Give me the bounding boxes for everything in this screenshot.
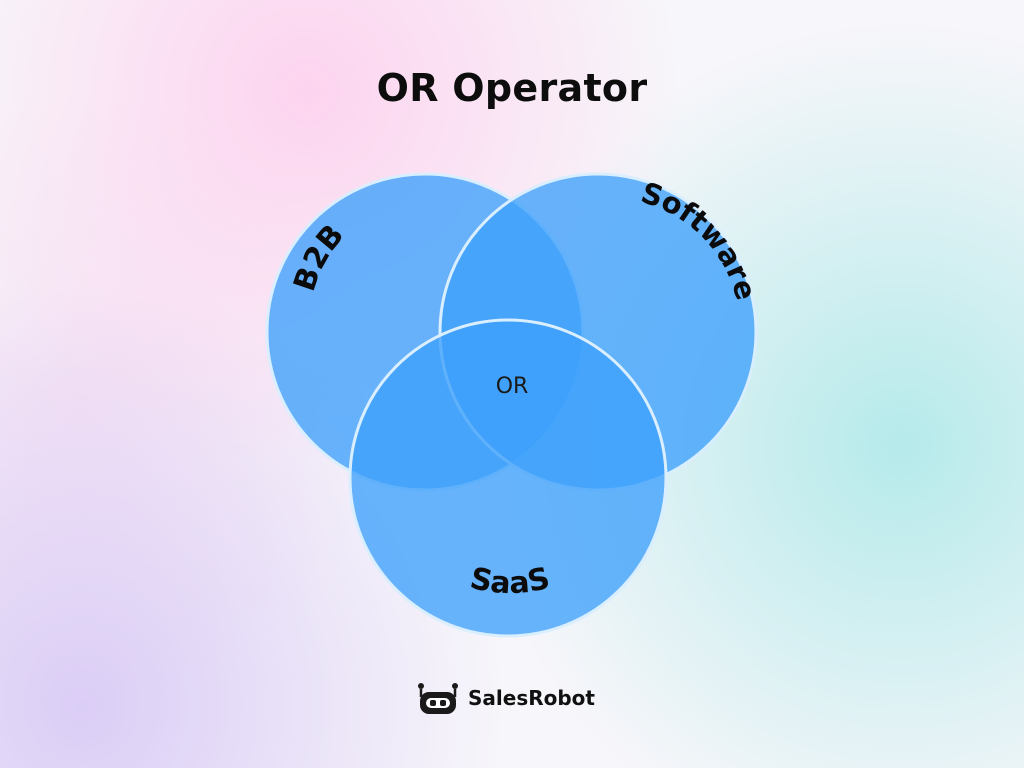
- brand-name: SalesRobot: [468, 686, 595, 710]
- brand-logo: SalesRobot: [416, 681, 595, 715]
- robot-icon: [418, 683, 458, 714]
- page-title: OR Operator: [376, 66, 648, 110]
- center-label: OR: [496, 374, 529, 399]
- set-circle-saas: [348, 318, 668, 638]
